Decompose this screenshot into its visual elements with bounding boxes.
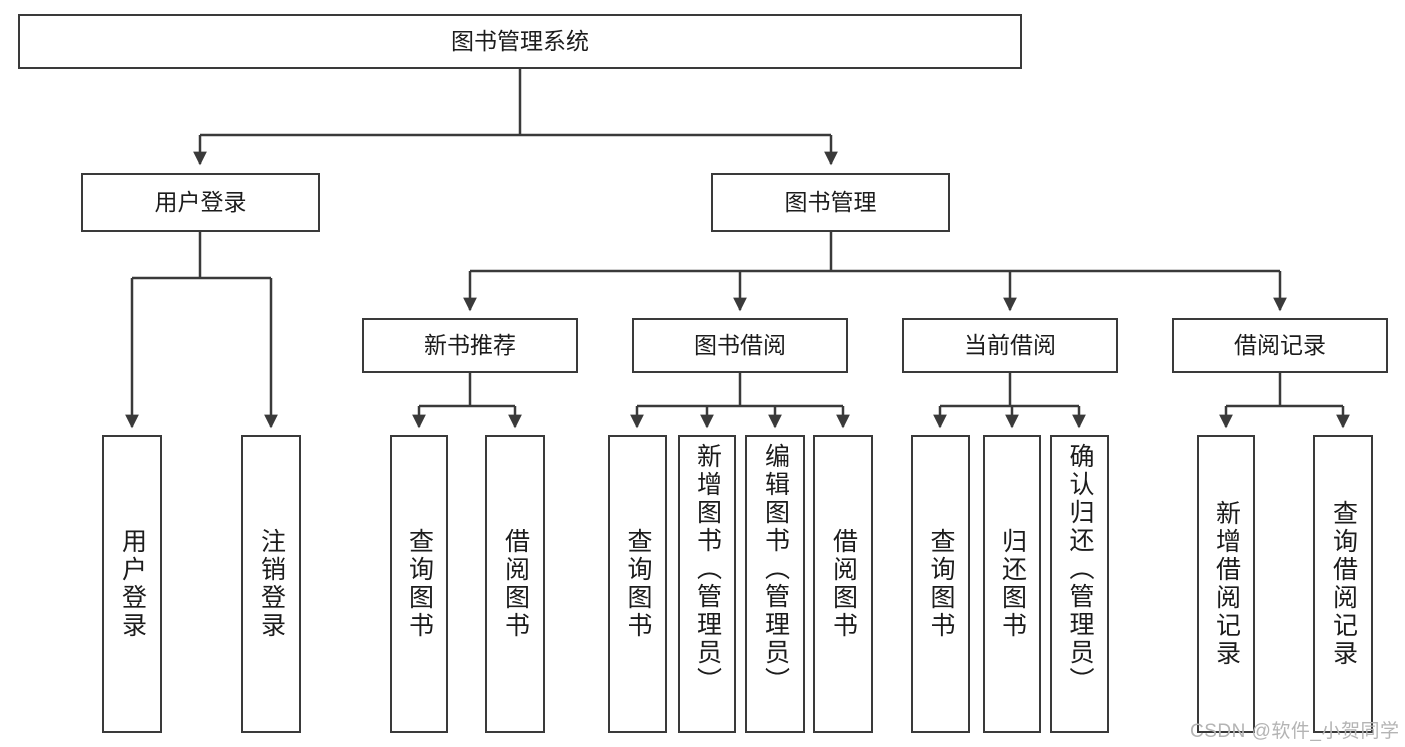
leaf-add-borrow-record[interactable]: 新增借阅记录: [1197, 435, 1255, 733]
node-user-login[interactable]: 用户登录: [81, 173, 320, 232]
node-borrow-record[interactable]: 借阅记录: [1172, 318, 1388, 373]
leaf-borrow-book-rec[interactable]: 借阅图书: [485, 435, 545, 733]
leaf-logout-login[interactable]: 注销登录: [241, 435, 301, 733]
node-new-book-recommendation-label: 新书推荐: [424, 332, 516, 359]
leaf-add-borrow-record-label: 新增借阅记录: [1212, 500, 1241, 668]
watermark: CSDN @软件_小贺同学: [1190, 721, 1400, 742]
node-user-login-label: 用户登录: [154, 189, 247, 216]
node-book-management[interactable]: 图书管理: [711, 173, 950, 232]
leaf-add-book-admin[interactable]: 新增图书（管理员）: [678, 435, 736, 733]
leaf-query-book-borrow[interactable]: 查询图书: [608, 435, 667, 733]
leaf-user-login[interactable]: 用户登录: [102, 435, 162, 733]
leaf-confirm-return-admin[interactable]: 确认归还（管理员）: [1050, 435, 1109, 733]
leaf-edit-book-admin[interactable]: 编辑图书（管理员）: [745, 435, 805, 733]
leaf-return-book-label: 归还图书: [998, 528, 1027, 640]
node-book-borrow[interactable]: 图书借阅: [632, 318, 848, 373]
leaf-query-book-borrow-label: 查询图书: [624, 528, 652, 640]
leaf-return-book[interactable]: 归还图书: [983, 435, 1041, 733]
leaf-query-book-current[interactable]: 查询图书: [911, 435, 970, 733]
leaf-user-login-label: 用户登录: [118, 528, 147, 640]
leaf-query-book-rec[interactable]: 查询图书: [390, 435, 448, 733]
leaf-edit-book-admin-label: 编辑图书（管理员）: [761, 443, 790, 695]
node-current-borrow-label: 当前借阅: [964, 332, 1056, 359]
node-new-book-recommendation[interactable]: 新书推荐: [362, 318, 578, 373]
leaf-add-book-admin-label: 新增图书（管理员）: [693, 443, 722, 695]
leaf-query-borrow-record[interactable]: 查询借阅记录: [1313, 435, 1373, 733]
leaf-query-book-current-label: 查询图书: [927, 528, 955, 640]
node-root-label: 图书管理系统: [451, 28, 589, 55]
node-book-management-label: 图书管理: [784, 189, 877, 216]
leaf-logout-login-label: 注销登录: [257, 528, 286, 640]
leaf-query-book-rec-label: 查询图书: [405, 528, 434, 640]
leaf-confirm-return-admin-label: 确认归还（管理员）: [1066, 443, 1094, 695]
leaf-query-borrow-record-label: 查询借阅记录: [1329, 500, 1358, 668]
node-book-borrow-label: 图书借阅: [694, 332, 786, 359]
node-root[interactable]: 图书管理系统: [18, 14, 1022, 69]
node-borrow-record-label: 借阅记录: [1234, 332, 1326, 359]
leaf-borrow-book-label: 借阅图书: [829, 528, 858, 640]
node-current-borrow[interactable]: 当前借阅: [902, 318, 1118, 373]
leaf-borrow-book-rec-label: 借阅图书: [501, 528, 530, 640]
leaf-borrow-book[interactable]: 借阅图书: [813, 435, 873, 733]
